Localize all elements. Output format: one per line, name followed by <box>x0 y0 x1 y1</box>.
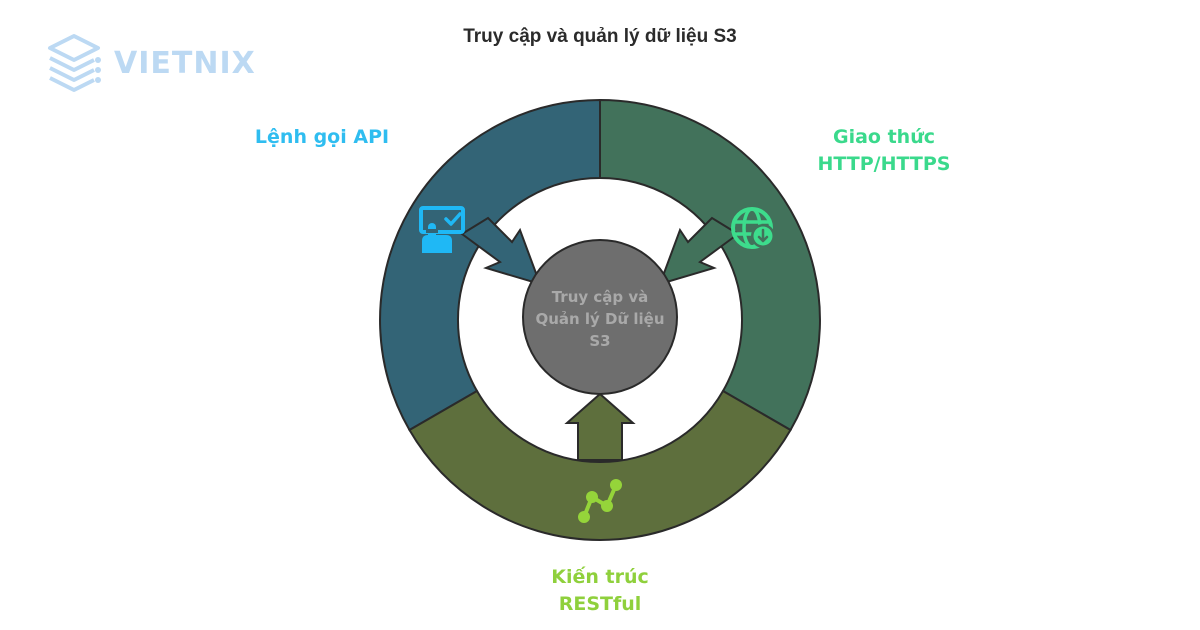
arrow-api <box>460 216 542 286</box>
logo-text: VIETNIX <box>114 45 256 81</box>
globe-download-icon <box>731 207 775 249</box>
segment-api <box>379 98 601 432</box>
vietnix-logo: VIETNIX <box>44 32 256 94</box>
label-api: Lệnh gọi API <box>254 126 390 148</box>
server-stack-icon <box>48 34 101 92</box>
arrow-rest <box>564 392 636 461</box>
segment-rest <box>408 389 792 541</box>
center-label: Truy cập và Quản lý Dữ liệu S3 <box>535 288 665 350</box>
touch-screen-check-icon <box>419 206 465 253</box>
center-circle <box>522 239 678 395</box>
page-title: Truy cập và quản lý dữ liệu S3 <box>463 26 737 47</box>
segment-http <box>599 98 821 432</box>
line-chart-nodes-icon <box>578 479 622 523</box>
label-http: Giao thức HTTP/HTTPS <box>817 126 951 175</box>
arrow-http <box>658 216 740 286</box>
label-rest: Kiến trúc RESTful <box>551 566 649 615</box>
